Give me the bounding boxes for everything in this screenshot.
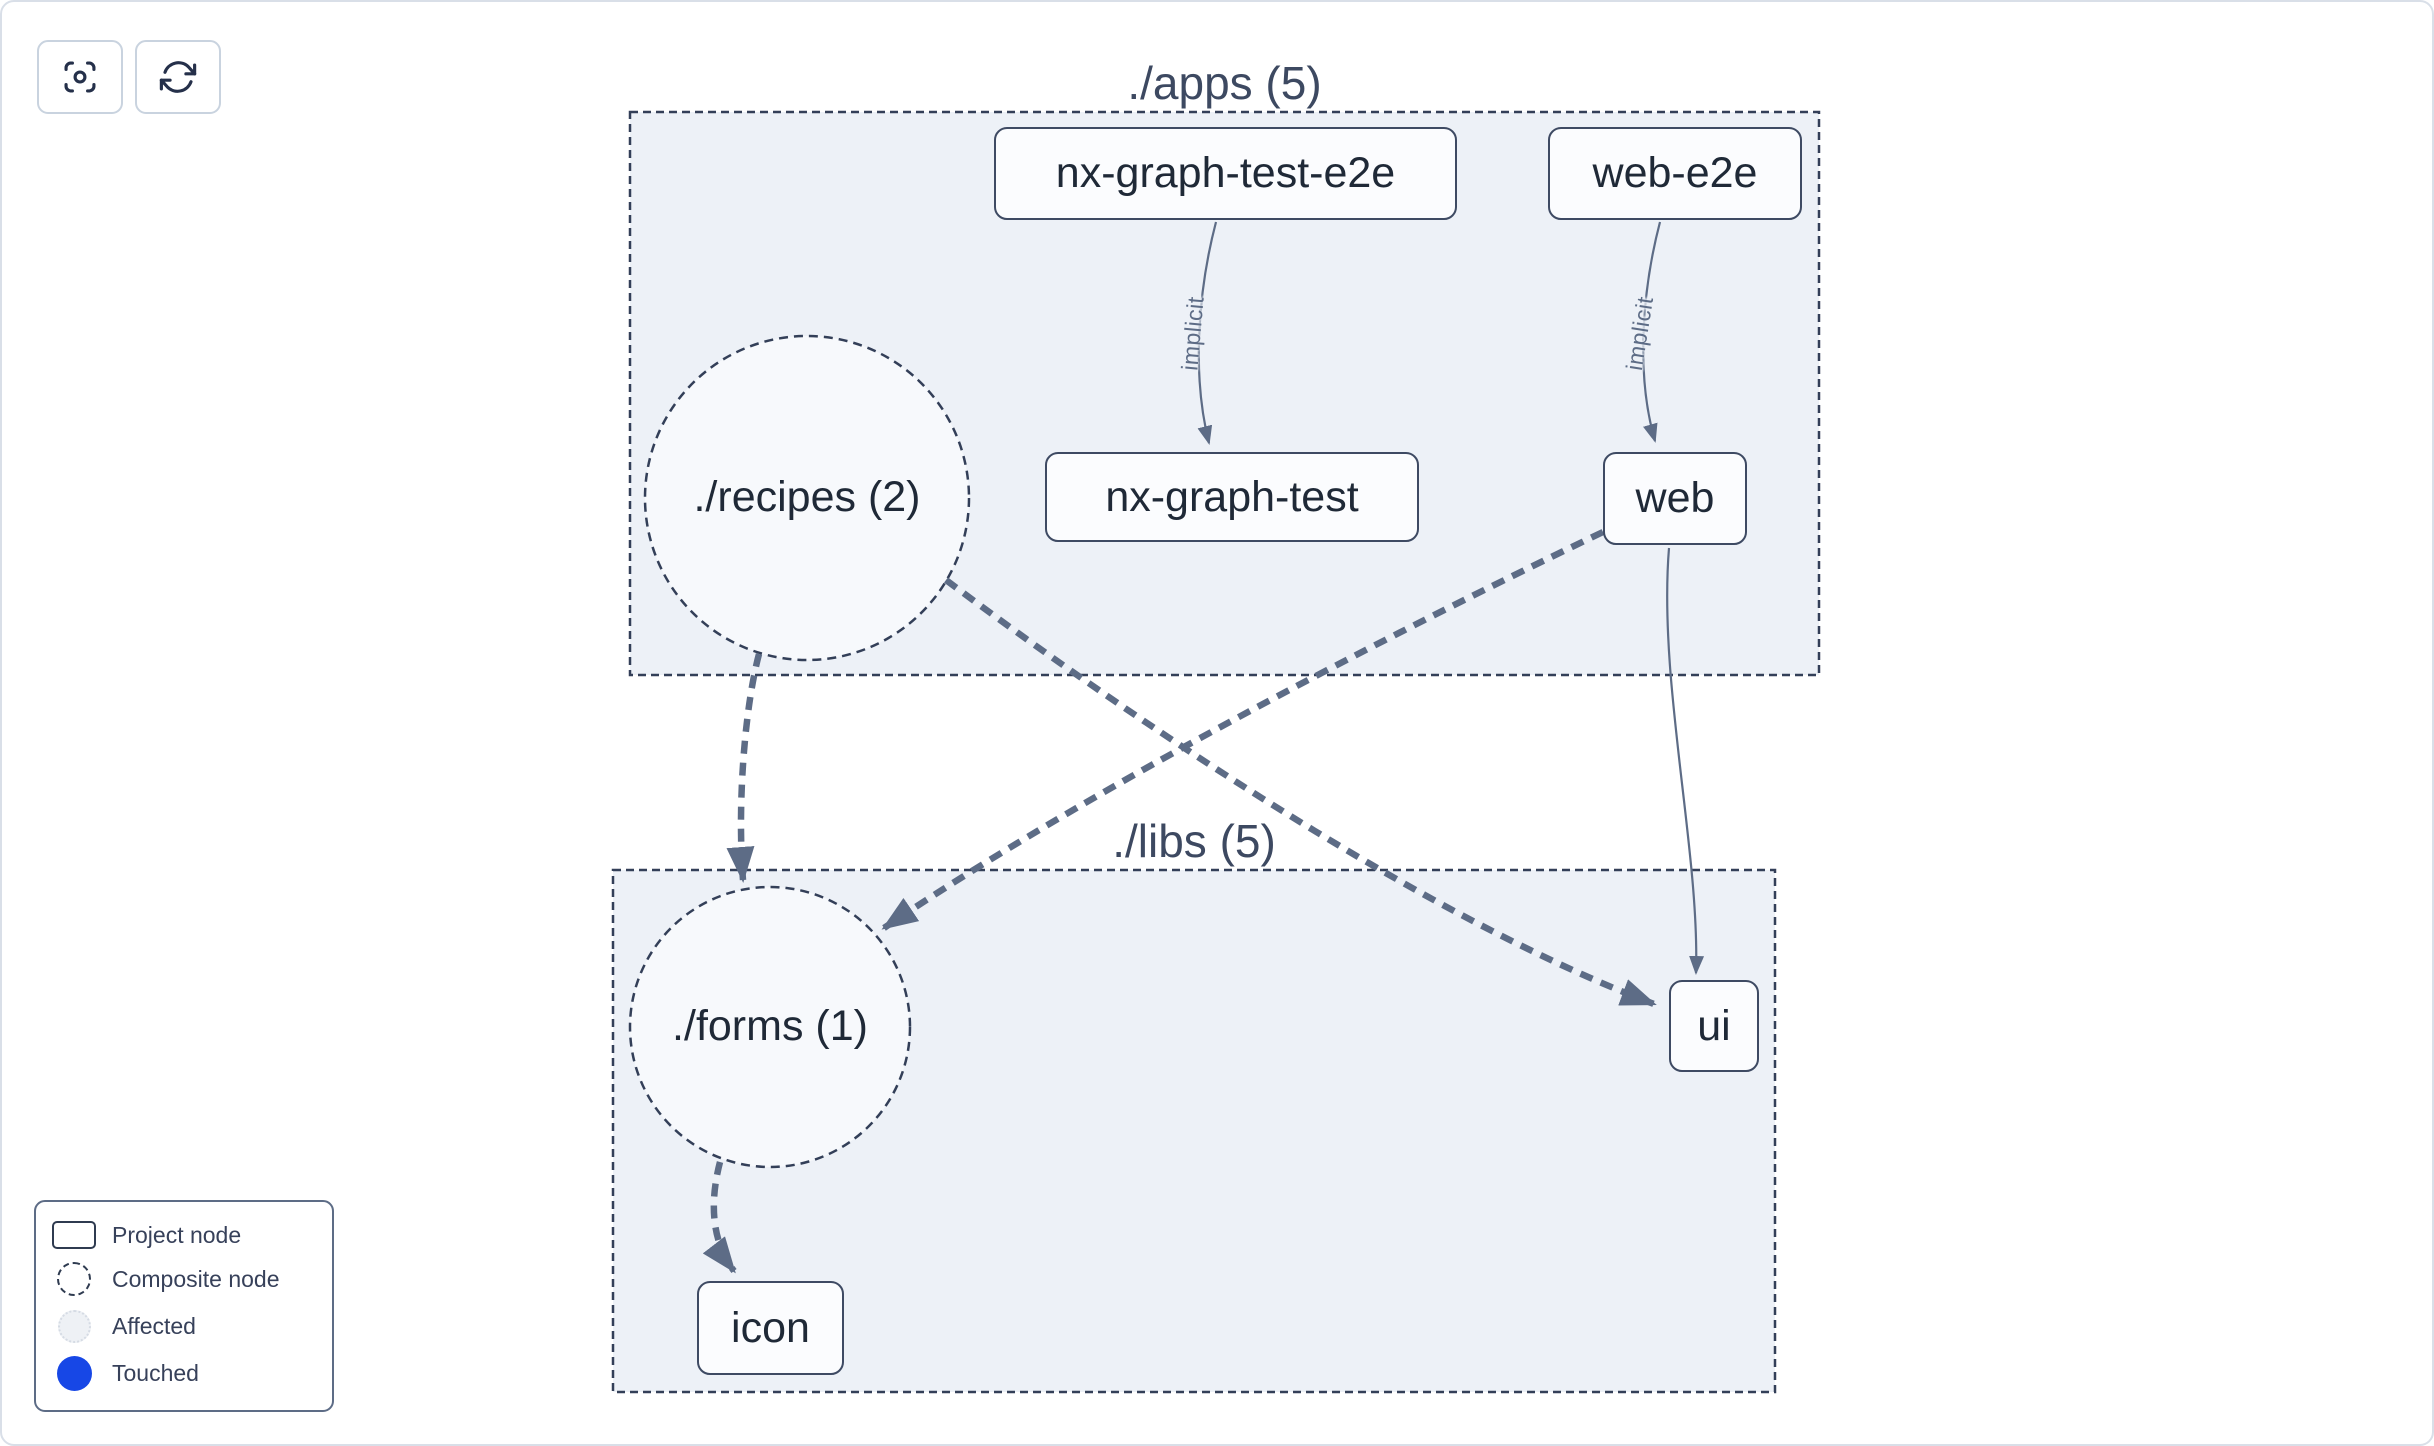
legend-label: Project node xyxy=(112,1221,242,1248)
composite-node-forms-circle[interactable] xyxy=(628,885,912,1169)
composite-node-recipes-label[interactable]: ./recipes (2) xyxy=(693,473,921,521)
node-web[interactable]: web xyxy=(1603,452,1747,545)
node-ui[interactable]: ui xyxy=(1669,980,1759,1072)
edge-recipes-to-forms xyxy=(726,653,763,883)
group-label-libs: ./libs (5) xyxy=(1112,815,1276,867)
legend-label: Composite node xyxy=(112,1265,280,1292)
focus-center-icon xyxy=(61,58,99,96)
node-nx-graph-test-e2e[interactable]: nx-graph-test-e2e xyxy=(994,127,1457,220)
edge-web-e2e-to-web xyxy=(1642,221,1662,443)
legend-item-composite-node: Composite node xyxy=(36,1262,332,1297)
legend-label: Affected xyxy=(112,1312,196,1339)
project-node-icon xyxy=(36,1221,112,1250)
legend-label: Touched xyxy=(112,1359,199,1386)
legend-item-affected: Affected xyxy=(36,1309,332,1343)
group-label-apps: ./apps (5) xyxy=(1127,57,1322,109)
composite-node-forms-label[interactable]: ./forms (1) xyxy=(672,1002,868,1050)
legend-item-touched: Touched xyxy=(36,1355,332,1391)
affected-icon xyxy=(36,1309,112,1343)
center-graph-button[interactable] xyxy=(37,40,123,114)
refresh-icon xyxy=(159,58,197,96)
legend-item-project-node: Project node xyxy=(36,1221,332,1250)
composite-node-recipes-circle[interactable] xyxy=(643,334,971,662)
edge-web-to-ui xyxy=(1666,547,1705,975)
node-web-e2e[interactable]: web-e2e xyxy=(1548,127,1802,220)
edge-web-to-forms xyxy=(881,529,1605,931)
composite-node-icon xyxy=(36,1262,112,1297)
edge-nx-graph-test-e2e-to-nx-graph-test xyxy=(1197,221,1218,445)
legend-panel: Project node Composite node Affected Tou… xyxy=(34,1200,334,1412)
touched-icon xyxy=(36,1355,112,1391)
node-icon[interactable]: icon xyxy=(697,1281,844,1375)
node-nx-graph-test[interactable]: nx-graph-test xyxy=(1045,452,1419,542)
refresh-graph-button[interactable] xyxy=(135,40,221,114)
edge-recipes-to-ui xyxy=(944,577,1657,1008)
